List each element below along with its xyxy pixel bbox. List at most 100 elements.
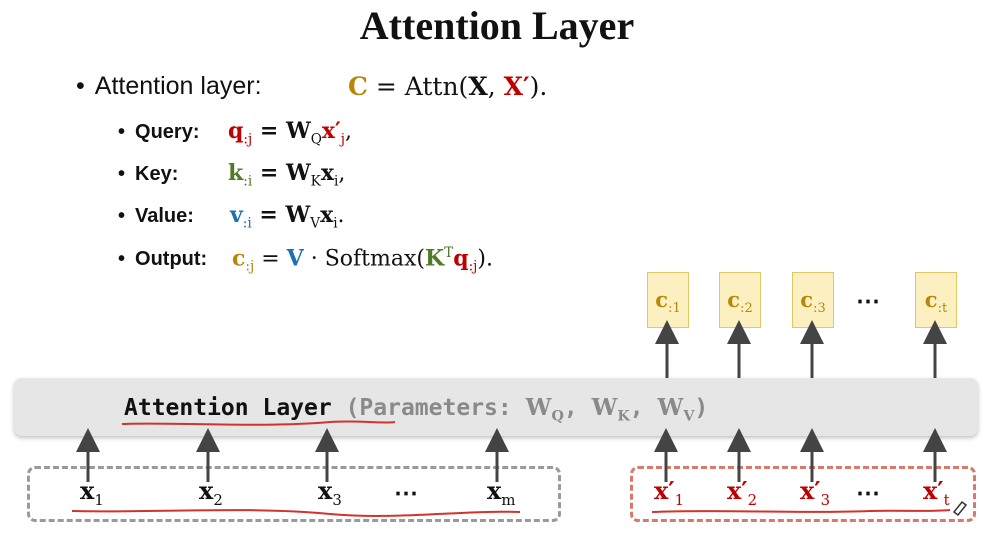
output-c1-sym: c <box>655 287 669 312</box>
input-xp2-sym: x′ <box>727 476 748 505</box>
eq-attn-xprime: X′ <box>503 72 530 101</box>
equation-attn: C = Attn(X, X′). <box>348 72 547 101</box>
input-xm-sub: m <box>501 490 516 509</box>
input-xpt-sym: x′ <box>923 476 944 505</box>
input-xp2-sub: 2 <box>747 490 758 509</box>
input-xp3: x′3 <box>800 476 830 509</box>
eq-out-K: K <box>424 245 445 272</box>
layer-sep-2: , <box>629 395 658 421</box>
underline-x-inputs <box>71 509 521 517</box>
eq-attn-x: X <box>468 72 488 101</box>
equation-output: c:j = V · Softmax(KTq:j). <box>232 245 493 275</box>
output-c2-sub: :2 <box>740 301 753 317</box>
layer-param-wq-sub: Q <box>551 408 564 425</box>
bullet-dot: • <box>118 205 126 227</box>
input-group-xprime <box>630 466 976 522</box>
eq-key-xsub: i <box>333 173 339 190</box>
bullet-dot: • <box>76 72 85 100</box>
eq-key-wsub: K <box>310 173 321 190</box>
bullet-output: • Output: <box>118 248 207 271</box>
input-x2: x2 <box>199 476 223 509</box>
underline-attention-layer <box>121 420 396 426</box>
bullet-label-key: Key: <box>135 163 179 185</box>
output-box-c1: c:1 <box>647 272 689 328</box>
input-x3: x3 <box>318 476 342 509</box>
output-box-c2: c:2 <box>719 272 761 328</box>
eq-attn-end: ). <box>529 72 548 101</box>
eq-out-mid: · Softmax( <box>303 246 425 272</box>
bullet-dot: • <box>118 163 126 185</box>
bullet-query: • Query: <box>118 121 199 144</box>
layer-sep-1: , <box>563 395 592 421</box>
eq-query-sub: :j <box>243 131 253 148</box>
input-xm: xm <box>487 476 515 509</box>
input-xp-ellipsis: ⋯ <box>856 478 880 507</box>
eq-out-V: V <box>286 245 304 272</box>
eq-out-sub: :j <box>245 258 255 275</box>
eq-out-qsub: :j <box>468 258 478 275</box>
eq-out-q: q <box>453 245 469 272</box>
layer-param-wq: W <box>525 394 552 421</box>
input-xp1-sub: 1 <box>674 490 685 509</box>
eq-value-v: v <box>230 202 243 228</box>
eq-value-mid: = W <box>251 202 311 228</box>
underline-xprime-inputs <box>651 509 951 513</box>
output-box-c3: c:3 <box>792 272 834 328</box>
eq-key-end: , <box>338 161 346 186</box>
input-xp1: x′1 <box>654 476 684 509</box>
eq-out-c: c <box>232 245 246 272</box>
input-x2-sym: x <box>199 476 214 505</box>
input-xp1-sym: x′ <box>654 476 675 505</box>
output-ellipsis: ⋯ <box>856 286 880 315</box>
eq-query-end: , <box>345 119 353 144</box>
eq-query-q: q <box>228 118 244 144</box>
output-ct-sym: c <box>924 287 938 312</box>
eq-query-mid: = W <box>252 118 311 144</box>
pen-cursor-icon <box>952 500 968 517</box>
input-xm-sym: x <box>487 476 502 505</box>
input-x3-sym: x <box>318 476 333 505</box>
layer-param-wv: W <box>657 394 684 421</box>
bullet-label-attention-layer: Attention layer: <box>94 72 262 100</box>
eq-key-mid: = W <box>252 160 311 186</box>
eq-attn-eq: = Attn( <box>367 72 469 101</box>
input-group-x <box>27 466 561 522</box>
eq-query-x: x′ <box>321 118 341 144</box>
equation-query: q:j = WQx′j, <box>228 118 352 147</box>
input-x3-sub: 3 <box>332 490 342 509</box>
eq-value-end: . <box>337 203 345 228</box>
input-x2-sub: 2 <box>213 490 223 509</box>
bullet-label-value: Value: <box>135 205 194 227</box>
slide-title: Attention Layer <box>359 3 635 48</box>
output-c3-sym: c <box>800 287 814 312</box>
input-xp3-sym: x′ <box>800 476 821 505</box>
output-c2-sym: c <box>727 287 741 312</box>
input-xp3-sub: 3 <box>820 490 831 509</box>
attention-layer-block <box>14 378 978 436</box>
input-xpt: x′t <box>923 476 950 509</box>
layer-param-wk: W <box>591 394 618 421</box>
eq-value-wsub: V <box>310 215 321 232</box>
eq-key-k: k <box>228 160 244 186</box>
layer-param-wk-sub: K <box>617 408 630 425</box>
bullet-dot: • <box>118 121 126 143</box>
bullet-value: • Value: <box>118 205 194 228</box>
output-box-ct: c:t <box>915 272 957 328</box>
input-x1-sub: 1 <box>94 490 104 509</box>
eq-query-wsub: Q <box>310 131 322 148</box>
eq-query-xsub: j <box>340 131 346 148</box>
eq-out-T: T <box>444 245 454 261</box>
input-x-ellipsis: ⋯ <box>394 478 418 507</box>
eq-key-sub: :i <box>243 173 253 190</box>
eq-attn-c: C <box>348 72 368 101</box>
equation-key: k:i = WKxi, <box>228 160 345 189</box>
output-c3-sub: :3 <box>813 301 826 317</box>
equation-value: v:i = WVxi. <box>230 202 345 231</box>
output-ct-sub: :t <box>937 301 948 317</box>
input-x1: x1 <box>80 476 104 509</box>
bullet-label-output: Output: <box>135 248 208 270</box>
bullet-dot: • <box>118 248 126 270</box>
bullet-attention-layer: • Attention layer: <box>76 72 262 101</box>
bullet-label-query: Query: <box>135 121 200 143</box>
